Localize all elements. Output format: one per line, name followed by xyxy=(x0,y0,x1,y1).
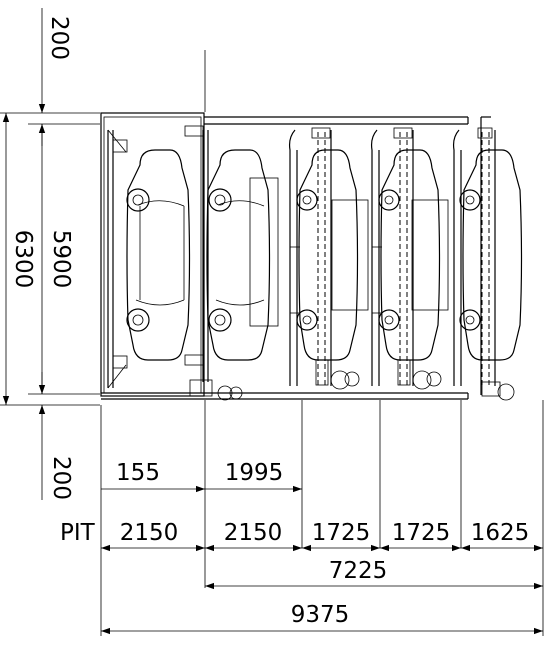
bay-dim-1: 2150 xyxy=(120,520,179,546)
car-bay-5 xyxy=(459,149,523,361)
dim-1995: 1995 xyxy=(225,460,284,486)
bay-dim-4: 1725 xyxy=(392,520,451,546)
bay-2-platform xyxy=(184,125,279,401)
pit-platform xyxy=(107,129,128,389)
bay-dim-5: 1625 xyxy=(471,520,530,546)
dim-6300: 6300 xyxy=(10,230,36,289)
bay-dim-2: 2150 xyxy=(224,520,283,546)
lift-bay-5 xyxy=(452,127,515,401)
bay-dim-3: 1725 xyxy=(312,520,371,546)
car-pit xyxy=(126,149,191,361)
car-bay-4 xyxy=(378,149,449,361)
top-rail xyxy=(204,116,491,395)
dim-7225: 7225 xyxy=(329,558,388,584)
pit-outline xyxy=(100,112,205,397)
dim-5900: 5900 xyxy=(48,230,74,289)
lift-bay-3 xyxy=(288,127,360,390)
extension-lines xyxy=(0,50,544,636)
dim-top-200: 200 xyxy=(46,16,72,60)
car-bay-3 xyxy=(296,149,369,361)
dim-155: 155 xyxy=(116,460,160,486)
dim-bottom-200: 200 xyxy=(48,456,74,500)
lift-bay-4 xyxy=(370,127,442,390)
dim-9375: 9375 xyxy=(291,602,350,628)
pit-label: PIT xyxy=(60,520,96,546)
bottom-rail xyxy=(101,392,469,400)
car-bay-2 xyxy=(206,149,271,361)
